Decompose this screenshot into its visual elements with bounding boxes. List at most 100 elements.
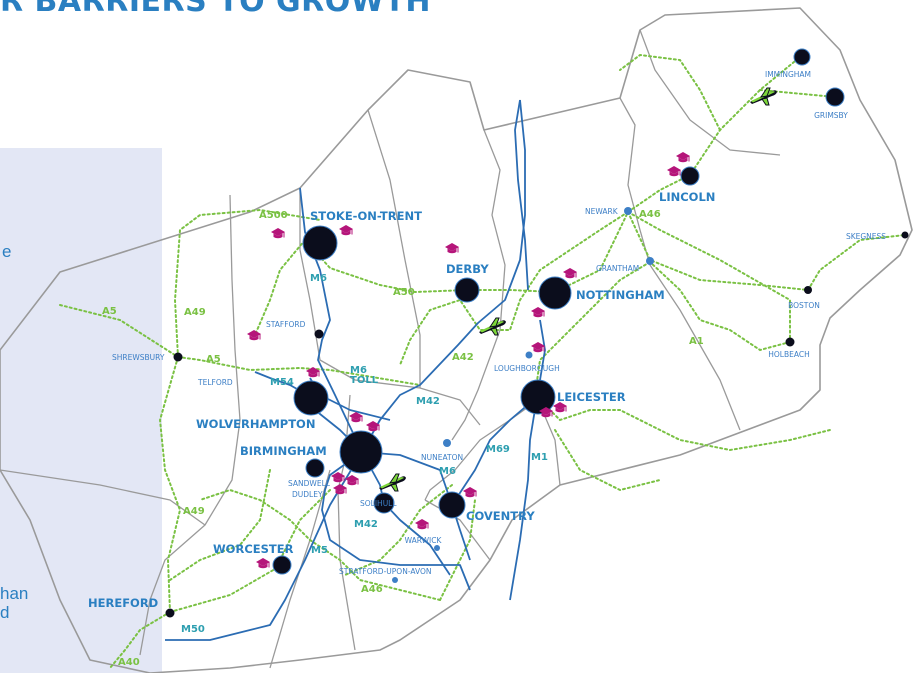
town-dot-shrewsbury <box>173 352 183 362</box>
side-text-panel <box>0 148 162 673</box>
road-label-m69: M69 <box>486 444 510 455</box>
university-icon <box>530 341 546 353</box>
town-label-telford: TELFORD <box>197 378 233 387</box>
side-text-fragment-2: han <box>0 584 29 603</box>
city-dot-solihull <box>373 492 395 514</box>
airport-icon <box>378 473 407 492</box>
city-dot-nottingham <box>538 276 572 310</box>
city-dot-lincoln <box>680 166 700 186</box>
town-label-grimsby: GRIMSBY <box>814 111 848 120</box>
road-label-a500: A500 <box>259 210 288 221</box>
town-label-boston: BOSTON <box>788 301 820 310</box>
city-label-leicester: LEICESTER <box>557 390 626 404</box>
city-dot-sandwell <box>305 458 325 478</box>
road-label-a1: A1 <box>689 336 704 347</box>
town-dot-holbeach <box>785 337 795 347</box>
road-label-a5e: A5 <box>206 354 221 365</box>
road-label-a49n: A49 <box>184 307 206 318</box>
city-label-derby: DERBY <box>446 262 489 276</box>
city-label-birmingham: BIRMINGHAM <box>240 444 327 458</box>
road-label-a5w: A5 <box>102 306 117 317</box>
side-text-fragment-3: d <box>0 603 10 622</box>
town-label-immingham: IMMINGHAM <box>765 70 811 79</box>
road-label-a49s: A49 <box>183 506 205 517</box>
city-label-stoke: STOKE-ON-TRENT <box>310 209 422 223</box>
road-label-m42n: M42 <box>416 396 440 407</box>
university-icon <box>562 267 578 279</box>
map-labels: STOKE-ON-TRENT DERBY NOTTINGHAM LINCOLN LEIC… <box>88 70 886 668</box>
university-icon <box>332 483 348 495</box>
city-dot-derby <box>454 277 480 303</box>
major-city-dots <box>272 48 845 575</box>
town-label-warwick: WARWICK <box>405 536 443 545</box>
university-icon <box>444 242 460 254</box>
town-dot-newark <box>624 207 632 215</box>
region-outline <box>0 7 913 673</box>
university-icon <box>270 227 286 239</box>
road-label-a40: A40 <box>118 657 140 668</box>
road-label-m6s: M6 <box>439 466 456 477</box>
road-label-m6n: M6 <box>310 273 327 284</box>
city-dot-immingham <box>793 48 811 66</box>
road-label-m50: M50 <box>181 624 205 635</box>
town-dot-hereford <box>165 608 175 618</box>
town-label-loughborough: LOUGHBOROUGH <box>494 364 560 373</box>
university-icon <box>255 557 271 569</box>
university-icon <box>530 306 546 318</box>
town-label-grantham: GRANTHAM <box>596 264 639 273</box>
town-label-holbeach: HOLBEACH <box>768 350 809 359</box>
city-dot-stoke <box>302 225 338 261</box>
town-dot-skegness <box>901 231 909 239</box>
town-dot-nuneaton <box>443 439 451 447</box>
town-label-newark: NEWARK <box>585 207 619 216</box>
city-dot-birmingham <box>339 430 383 474</box>
town-dot-stratford <box>392 577 398 583</box>
road-label-a46n: A46 <box>639 209 661 220</box>
town-label-solihull: SOLIHULL <box>360 499 397 508</box>
town-dot-grantham <box>646 257 654 265</box>
university-icon <box>246 329 262 341</box>
town-dot-warwick <box>434 545 440 551</box>
town-dot-stafford <box>314 329 324 339</box>
city-dot-worcester <box>272 555 292 575</box>
city-label-coventry: COVENTRY <box>466 509 535 523</box>
town-label-sandwell: SANDWELL <box>288 479 331 488</box>
road-label-m1: M1 <box>531 452 548 463</box>
road-label-m6toll: TOLL <box>350 375 379 386</box>
university-icon <box>414 518 430 530</box>
road-label-a42: A42 <box>452 352 474 363</box>
town-label-nuneaton: NUNEATON <box>421 453 463 462</box>
road-label-a46s: A46 <box>361 584 383 595</box>
airport-icon <box>478 317 507 336</box>
town-label-stratford: STRATFORD-UPON-AVON <box>339 567 432 576</box>
city-label-hereford: HEREFORD <box>88 596 158 610</box>
city-label-lincoln: LINCOLN <box>659 190 715 204</box>
town-label-dudley: DUDLEY <box>292 490 323 499</box>
road-label-m5: M5 <box>311 545 328 556</box>
city-label-nottingham: NOTTINGHAM <box>576 288 665 302</box>
a-roads <box>59 53 906 669</box>
city-dot-wolverhampton <box>293 380 329 416</box>
road-label-m6toll: M6 <box>350 365 367 376</box>
university-icon <box>675 151 691 163</box>
road-label-a50: A50 <box>393 287 415 298</box>
road-label-m54: M54 <box>270 377 294 388</box>
town-label-skegness: SKEGNESS <box>846 232 886 241</box>
page-title: R BARRIERS TO GROWTH <box>0 0 431 19</box>
city-dot-coventry <box>438 491 466 519</box>
side-text-fragment-1: e <box>2 242 12 261</box>
city-label-worcester: WORCESTER <box>213 542 294 556</box>
city-label-wolverhampton: WOLVERHAMPTON <box>196 417 315 431</box>
town-label-stafford: STAFFORD <box>266 320 306 329</box>
city-dot-grimsby <box>825 87 845 107</box>
town-dot-boston <box>804 286 812 294</box>
university-icon <box>338 224 354 236</box>
town-label-shrewsbury: SHREWSBURY <box>112 353 165 362</box>
town-dot-loughborough <box>525 351 533 359</box>
university-icon <box>666 165 682 177</box>
university-icon <box>462 486 478 498</box>
road-label-m42s: M42 <box>354 519 378 530</box>
airport-icon <box>749 87 778 106</box>
